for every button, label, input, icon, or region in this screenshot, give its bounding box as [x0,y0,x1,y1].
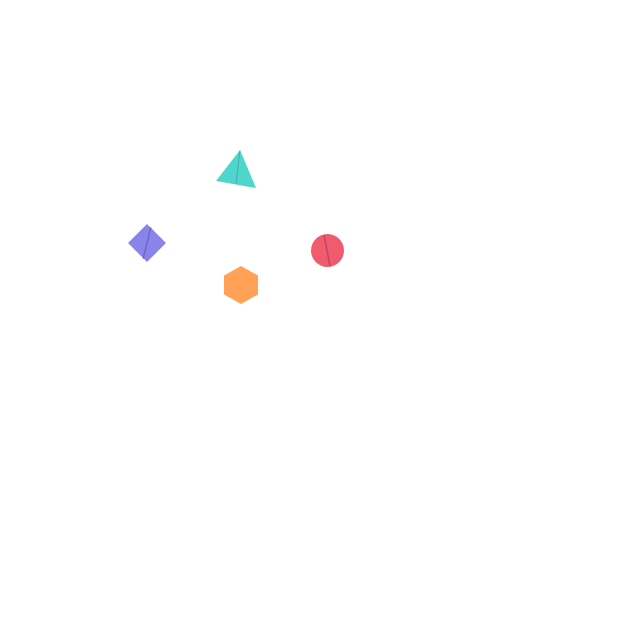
circle-icon[interactable] [309,232,346,269]
diamond-crease [142,226,152,260]
circle-crease [323,234,331,267]
hexagon-icon[interactable] [221,265,261,305]
triangle-icon[interactable] [214,148,258,190]
triangle-fill [216,150,256,188]
circle-fill [311,234,344,267]
triangle-crease [235,149,241,185]
diamond-fill [128,224,166,262]
hexagon-fill [224,266,258,304]
diamond-icon[interactable] [126,222,168,264]
